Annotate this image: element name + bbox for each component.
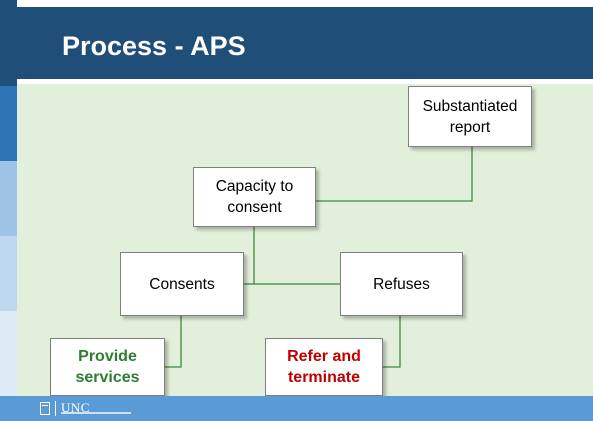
- connector-substantiated-to-capacity: [316, 147, 473, 202]
- node-consents: Consents: [120, 252, 244, 316]
- node-label-line: report: [449, 118, 491, 136]
- node-refuses: Refuses: [340, 252, 463, 316]
- node-label-line: services: [75, 369, 140, 386]
- connector-refuses-to-refer: [383, 316, 401, 368]
- unc-logo-subtext: [61, 412, 131, 414]
- left-accent-strip-segment: [0, 236, 17, 311]
- left-accent-strip-top: [0, 0, 17, 86]
- node-label-line: consent: [227, 199, 282, 216]
- node-label: Refuses: [373, 275, 430, 293]
- footer-bar: UNC: [0, 396, 593, 421]
- left-accent-strip-segment: [0, 311, 17, 396]
- node-label-line: Refer and: [287, 348, 361, 365]
- node-capacity-to-consent: Capacity to consent: [193, 167, 316, 227]
- node-label-line: terminate: [287, 369, 360, 386]
- node-substantiated-report: Substantiated report: [408, 86, 532, 147]
- node-refer-and-terminate: Refer and terminate: [265, 338, 383, 396]
- node-label-line: Substantiated: [422, 97, 518, 115]
- node-label-line: Capacity to: [215, 178, 294, 195]
- unc-logo-text: UNC: [61, 400, 90, 415]
- old-well-icon: [40, 402, 50, 415]
- node-label-line: Provide: [78, 348, 137, 365]
- connector-consents-to-provide: [165, 316, 182, 368]
- node-label: Consents: [149, 275, 215, 293]
- slide-title: Process - APS: [62, 31, 246, 61]
- node-provide-services: Provide services: [50, 338, 165, 396]
- left-accent-strip-segment: [0, 86, 17, 161]
- left-accent-strip-segment: [0, 161, 17, 236]
- title-bar: Process - APS: [17, 7, 593, 79]
- logo-divider: [55, 401, 56, 416]
